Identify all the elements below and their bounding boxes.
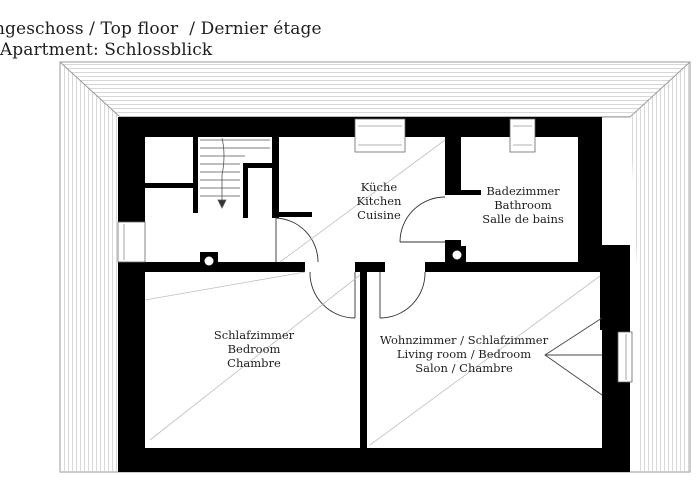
- bathroom-label: Badezimmer Bathroom Salle de bains: [478, 184, 568, 226]
- bathroom-label-fr: Salle de bains: [482, 212, 564, 226]
- kitchen-label-de: Küche: [360, 180, 398, 194]
- floor-title: ngeschoss / Top floor / Dernier étage: [0, 19, 322, 39]
- kitchen-label-en: Kitchen: [356, 194, 402, 208]
- staircase: [200, 137, 270, 209]
- roof-slope-lines: [144, 139, 601, 446]
- windows: [117, 118, 633, 383]
- roof-outline: [59, 61, 691, 473]
- apartment-title: -Apartment: Schlossblick: [0, 40, 213, 60]
- bedroom-label-de: Schlafzimmer: [213, 328, 295, 342]
- bathroom-label-de: Badezimmer: [486, 184, 560, 198]
- living-room-label: Wohnzimmer / Schlafzimmer Living room / …: [378, 333, 550, 375]
- bedroom-label: Schlafzimmer Bedroom Chambre: [205, 328, 303, 370]
- kitchen-label-fr: Cuisine: [357, 208, 401, 222]
- chimneys: [200, 246, 466, 270]
- living-label-de: Wohnzimmer / Schlafzimmer: [379, 333, 549, 347]
- bathroom-label-en: Bathroom: [494, 198, 552, 212]
- kitchen-label: Küche Kitchen Cuisine: [340, 180, 418, 222]
- living-label-en: Living room / Bedroom: [396, 347, 532, 361]
- bedroom-label-fr: Chambre: [227, 356, 281, 370]
- dormer: [544, 317, 603, 396]
- bedroom-label-en: Bedroom: [227, 342, 281, 356]
- living-label-fr: Salon / Chambre: [415, 361, 513, 375]
